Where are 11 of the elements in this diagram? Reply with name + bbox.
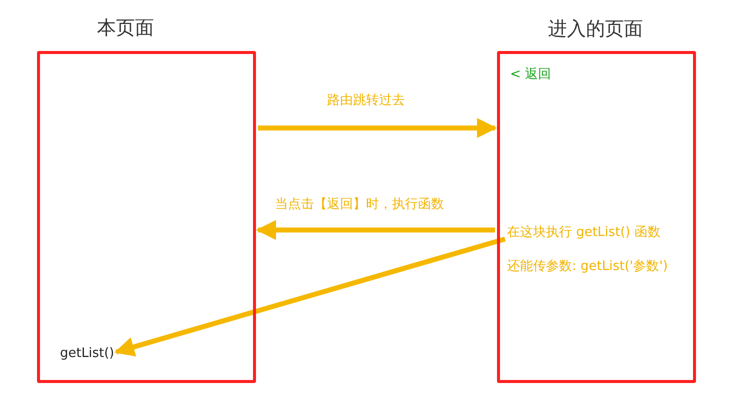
function-label: getList(): [60, 346, 114, 362]
page-title: 进入的页面: [548, 17, 643, 42]
arrow: [258, 118, 497, 138]
page-title: 本页面: [97, 16, 154, 41]
edge-label: 当点击【返回】时，执行函数: [273, 197, 446, 213]
edge-label: 路由跳转过去: [325, 93, 407, 109]
arrow: [114, 236, 506, 357]
note-text: 在这块执行 getList() 函数: [507, 225, 660, 241]
note-text: 还能传参数: getList('参数'): [507, 259, 668, 275]
arrow: [256, 220, 495, 240]
back-link: < 返回: [510, 67, 552, 83]
